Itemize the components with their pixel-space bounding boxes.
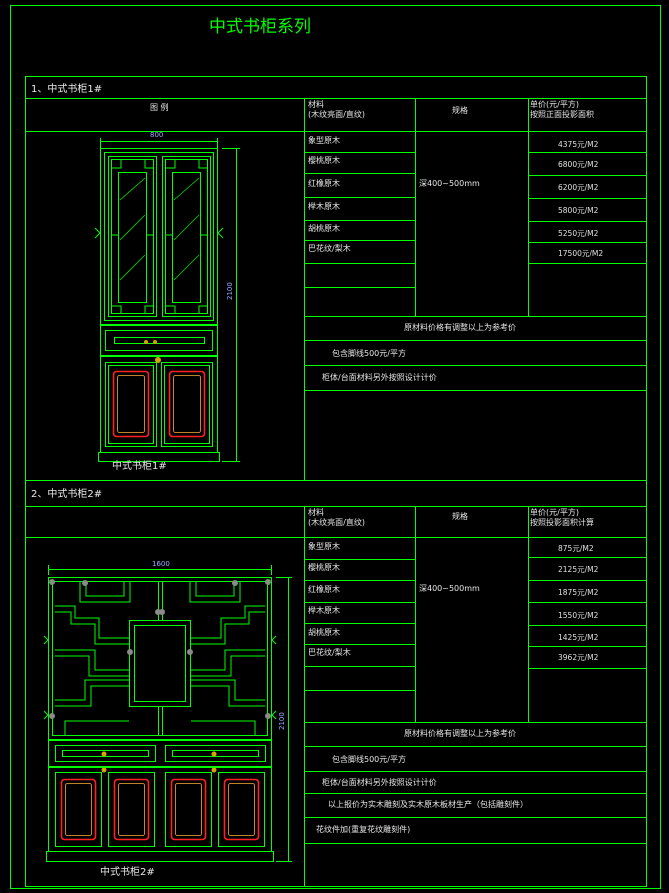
price-item: 6200元/M2 <box>558 183 599 192</box>
col-header-spec: 规格 <box>452 106 468 115</box>
price-item: 5800元/M2 <box>558 206 599 215</box>
cabinet-caption: 中式书柜2# <box>100 867 155 878</box>
material-item: 榉木原木 <box>308 606 340 615</box>
note-item: 以上报价为实木雕刻及实木原木板材生产（包括雕刻件） <box>328 800 528 809</box>
height-dimension: 2100 <box>278 712 286 730</box>
price-item: 3962元/M2 <box>558 653 599 662</box>
note-item: 原材料价格有调整以上为参考价 <box>404 729 516 738</box>
price-item: 1875元/M2 <box>558 588 599 597</box>
note-item: 包含脚线500元/平方 <box>332 349 406 358</box>
material-item: 象型原木 <box>308 136 340 145</box>
material-item: 巴花纹/梨木 <box>308 244 351 253</box>
material-item: 红橡原木 <box>308 179 340 188</box>
note-item: 花纹件加(重复花纹雕刻件) <box>316 825 411 834</box>
material-item: 榉木原木 <box>308 202 340 211</box>
spec-value: 深400~500mm <box>419 584 480 593</box>
col-header-spec: 规格 <box>452 512 468 521</box>
price-item: 6800元/M2 <box>558 160 599 169</box>
note-item: 包含脚线500元/平方 <box>332 755 406 764</box>
col-header-material: 材料 (木纹亮面/直纹) <box>308 100 365 119</box>
material-item: 胡桃原木 <box>308 224 340 233</box>
price-item: 17500元/M2 <box>558 249 604 258</box>
price-item: 1425元/M2 <box>558 633 599 642</box>
material-item: 樱桃原木 <box>308 563 340 572</box>
section-heading: 1、中式书柜1# <box>31 84 103 95</box>
col-header-price: 单价(元/平方) 按照正面投影面积 <box>530 100 594 119</box>
material-item: 象型原木 <box>308 542 340 551</box>
page-title: 中式书柜系列 <box>209 17 311 37</box>
material-item: 红橡原木 <box>308 585 340 594</box>
price-item: 2125元/M2 <box>558 565 599 574</box>
width-dimension: 800 <box>150 131 164 139</box>
note-item: 原材料价格有调整以上为参考价 <box>404 323 516 332</box>
material-item: 巴花纹/梨木 <box>308 648 351 657</box>
note-item: 柜体/台面材料另外按照设计计价 <box>322 373 437 382</box>
height-dimension: 2100 <box>226 282 234 300</box>
col-header-material: 材料 (木纹亮面/直纹) <box>308 508 365 527</box>
material-item: 胡桃原木 <box>308 628 340 637</box>
cabinet-caption: 中式书柜1# <box>112 461 167 472</box>
note-item: 柜体/台面材料另外按照设计计价 <box>322 778 437 787</box>
col-header-drawing: 图 例 <box>150 103 169 112</box>
material-item: 樱桃原木 <box>308 156 340 165</box>
price-item: 5250元/M2 <box>558 229 599 238</box>
spec-value: 深400~500mm <box>419 179 480 188</box>
cabinet-1-drawing <box>94 138 240 462</box>
section-heading: 2、中式书柜2# <box>31 489 103 500</box>
cabinet-2-drawing <box>43 565 292 862</box>
col-header-price: 单价(元/平方) 按照投影面积计算 <box>530 508 594 527</box>
price-item: 1550元/M2 <box>558 611 599 620</box>
price-item: 4375元/M2 <box>558 140 599 149</box>
price-item: 875元/M2 <box>558 544 594 553</box>
width-dimension: 1600 <box>152 560 170 568</box>
